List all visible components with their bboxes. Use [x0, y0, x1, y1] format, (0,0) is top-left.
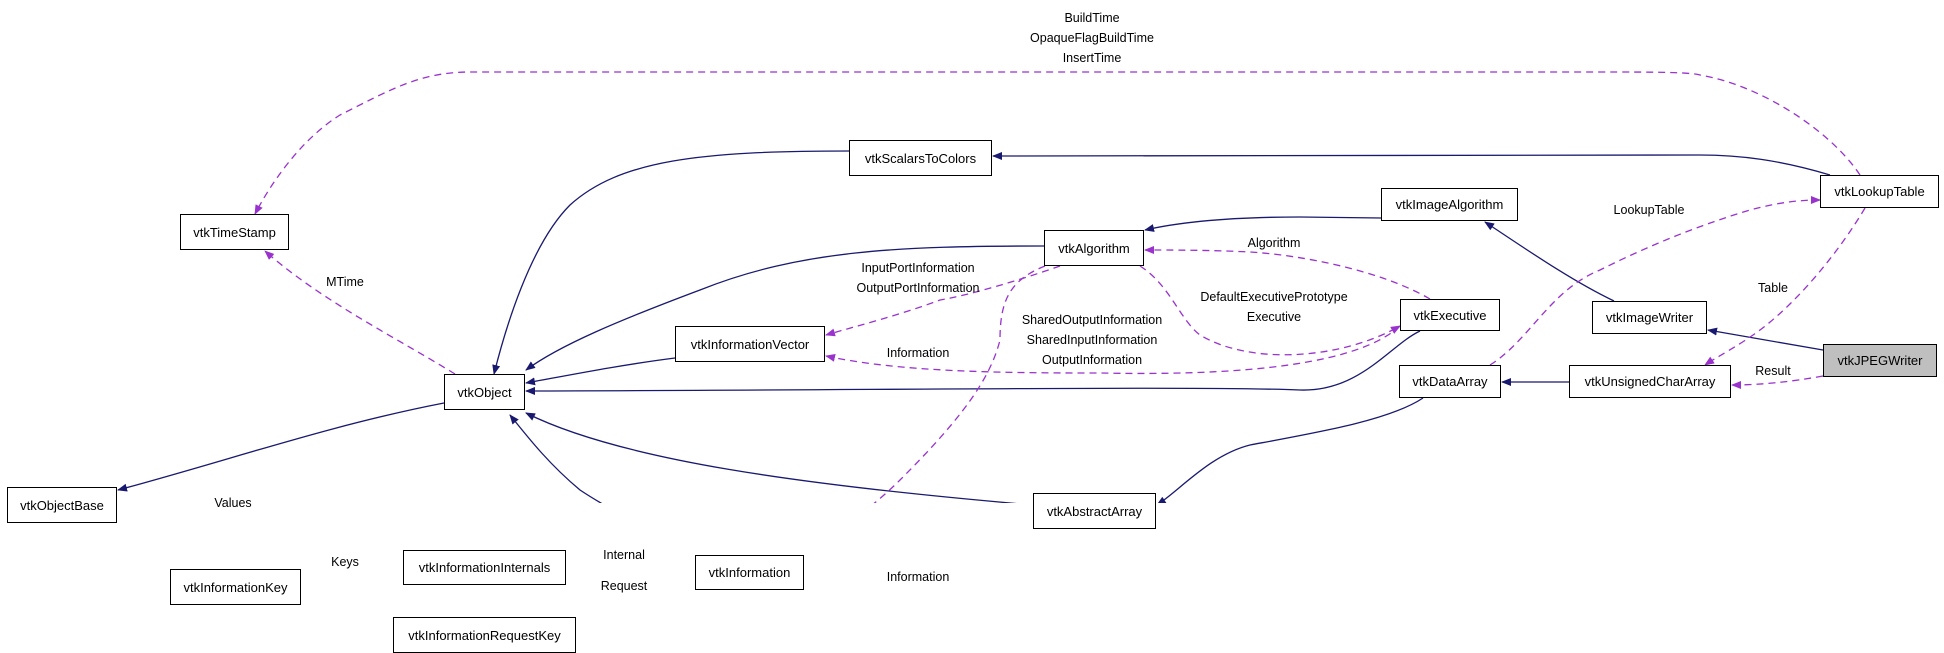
node-vtkdataarray[interactable]: vtkDataArray	[1399, 365, 1501, 398]
edge-label-line: SharedOutputInformation	[1021, 313, 1163, 327]
node-vtkinformationkey[interactable]: vtkInformationKey	[170, 569, 301, 605]
edge-algorithm-executive	[1139, 265, 1401, 356]
node-vtkinformation[interactable]: vtkInformation	[695, 555, 804, 590]
edge-label-line: SharedInputInformation	[1026, 333, 1158, 347]
edge-label-line: BuildTime	[1064, 11, 1120, 25]
node-vtkinformationinternals[interactable]: vtkInformationInternals	[403, 550, 566, 585]
edge-label-line: OutputPortInformation	[856, 281, 980, 295]
node-vtkabstractarray[interactable]: vtkAbstractArray	[1033, 493, 1156, 529]
edge-algorithm-information	[873, 265, 1046, 503]
edge-label-keys: Keys	[331, 555, 359, 569]
node-vtkobject[interactable]: vtkObject	[444, 374, 525, 410]
edge-label-internal: Internal	[603, 548, 645, 562]
edge-object-objectbase	[117, 402, 445, 492]
edge-label-portinfo: InputPortInformation OutputPortInformati…	[857, 258, 980, 298]
node-vtkalgorithm[interactable]: vtkAlgorithm	[1044, 230, 1144, 266]
edge-label-line: InsertTime	[1062, 51, 1122, 65]
edge-label-request: Request	[600, 579, 648, 593]
edge-infovector-object	[525, 357, 676, 386]
edge-label-shared: SharedOutputInformation SharedInputInfor…	[1022, 310, 1162, 370]
edge-algorithm-object	[525, 245, 1045, 371]
edge-imagealgorithm-algorithm	[1144, 216, 1382, 232]
node-vtkjpegwriter[interactable]: vtkJPEGWriter	[1823, 344, 1937, 377]
node-vtktimestamp[interactable]: vtkTimeStamp	[180, 214, 289, 250]
edge-label-result: Result	[1755, 364, 1791, 378]
edge-scalarstocolors-object	[492, 150, 850, 375]
node-vtkscalarstocolors[interactable]: vtkScalarsToColors	[849, 140, 992, 176]
edge-label-line: OutputInformation	[1041, 353, 1143, 367]
edge-label-line: Executive	[1246, 310, 1302, 324]
edge-label-information-array: Information	[886, 570, 950, 584]
node-vtklookuptable[interactable]: vtkLookupTable	[1820, 175, 1939, 208]
edge-executive-object	[525, 330, 1421, 395]
edge-lookuptable-timestamp	[254, 71, 1861, 215]
edge-label-table: Table	[1758, 281, 1788, 295]
edge-dataarray-abstractarray	[1156, 397, 1424, 503]
edge-dataarray-lookuptable	[1489, 196, 1821, 366]
edge-abstractarray-object	[525, 412, 1018, 503]
edge-label-values: Values	[214, 496, 252, 510]
edge-label-defexec: DefaultExecutivePrototype Executive	[1200, 287, 1347, 327]
edge-information-object	[509, 414, 603, 503]
edge-label-lookuptable: LookupTable	[1613, 203, 1685, 217]
node-vtkobjectbase[interactable]: vtkObjectBase	[7, 487, 117, 523]
edges-layer	[117, 71, 1866, 503]
edge-lookuptable-unsignedchararray	[1704, 207, 1866, 366]
node-vtkunsignedchararray[interactable]: vtkUnsignedCharArray	[1569, 365, 1731, 398]
edge-label-line: OpaqueFlagBuildTime	[1030, 31, 1154, 45]
node-vtkimagewriter[interactable]: vtkImageWriter	[1592, 301, 1707, 334]
edge-label-buildtime: BuildTime OpaqueFlagBuildTime InsertTime	[1030, 8, 1154, 68]
edge-label-algorithm: Algorithm	[1247, 236, 1301, 250]
edge-label-information-vector: Information	[886, 346, 950, 360]
node-vtkinformationrequestkey[interactable]: vtkInformationRequestKey	[393, 617, 576, 653]
edge-imagewriter-imagealgorithm	[1484, 221, 1615, 302]
node-vtkinformationvector[interactable]: vtkInformationVector	[675, 326, 825, 362]
node-vtkimagealgorithm[interactable]: vtkImageAlgorithm	[1381, 188, 1518, 221]
edge-lookuptable-scalarstocolors	[992, 151, 1831, 176]
edge-label-line: DefaultExecutivePrototype	[1200, 290, 1348, 304]
node-vtkexecutive[interactable]: vtkExecutive	[1400, 299, 1500, 331]
edge-executive-algorithm	[1144, 246, 1431, 300]
edge-label-line: InputPortInformation	[861, 261, 975, 275]
edge-executive-infovector	[825, 325, 1401, 375]
edge-object-timestamp	[264, 250, 456, 375]
edge-jpegwriter-imagewriter	[1707, 327, 1824, 351]
edge-label-mtime: MTime	[326, 275, 364, 289]
